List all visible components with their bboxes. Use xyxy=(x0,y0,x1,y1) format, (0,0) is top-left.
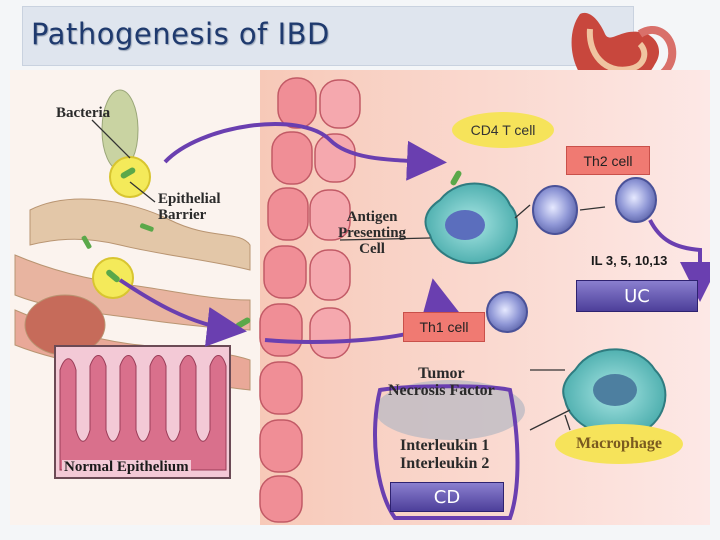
uc-interleukins-label: IL 3, 5, 10,13 xyxy=(591,253,668,268)
antigen-presenting-cell xyxy=(424,182,519,265)
macrophage-label: Macrophage xyxy=(555,424,683,464)
normal-epithelium-inset xyxy=(54,345,231,479)
page-title: Pathogenesis of IBD xyxy=(31,17,330,51)
th2-cell xyxy=(615,177,657,223)
diagram-graphics xyxy=(10,70,710,525)
cd4-t-cell xyxy=(532,185,578,235)
th1-cell xyxy=(486,291,528,333)
bacteria-label: Bacteria xyxy=(56,105,111,121)
bacteria-circle-top xyxy=(109,156,151,198)
bracket-lines xyxy=(373,384,520,520)
pathogenesis-diagram: Bacteria Epithelial Barrier Antigen Pres… xyxy=(10,70,710,525)
interleukin-2-label: Interleukin 2 xyxy=(400,455,490,472)
cd-label-box: CD xyxy=(390,482,504,512)
th2-cell-label: Th2 cell xyxy=(566,146,650,175)
normal-epithelium-label: Normal Epithelium xyxy=(62,459,191,476)
interleukin-1-label: Interleukin 1 xyxy=(400,437,490,454)
th1-cell-label: Th1 cell xyxy=(403,312,485,342)
title-bar: Pathogenesis of IBD xyxy=(22,6,634,66)
epithelial-barrier-label: Epithelial Barrier xyxy=(158,191,221,223)
macrophage-cell xyxy=(562,348,667,438)
antigen-presenting-cell-label: Antigen Presenting Cell xyxy=(338,209,407,257)
uc-label-box: UC xyxy=(576,280,698,312)
epithelial-villi xyxy=(259,77,361,523)
tnf-label: Tumor Necrosis Factor xyxy=(388,365,495,399)
cd4-t-cell-label: CD4 T cell xyxy=(452,112,554,148)
